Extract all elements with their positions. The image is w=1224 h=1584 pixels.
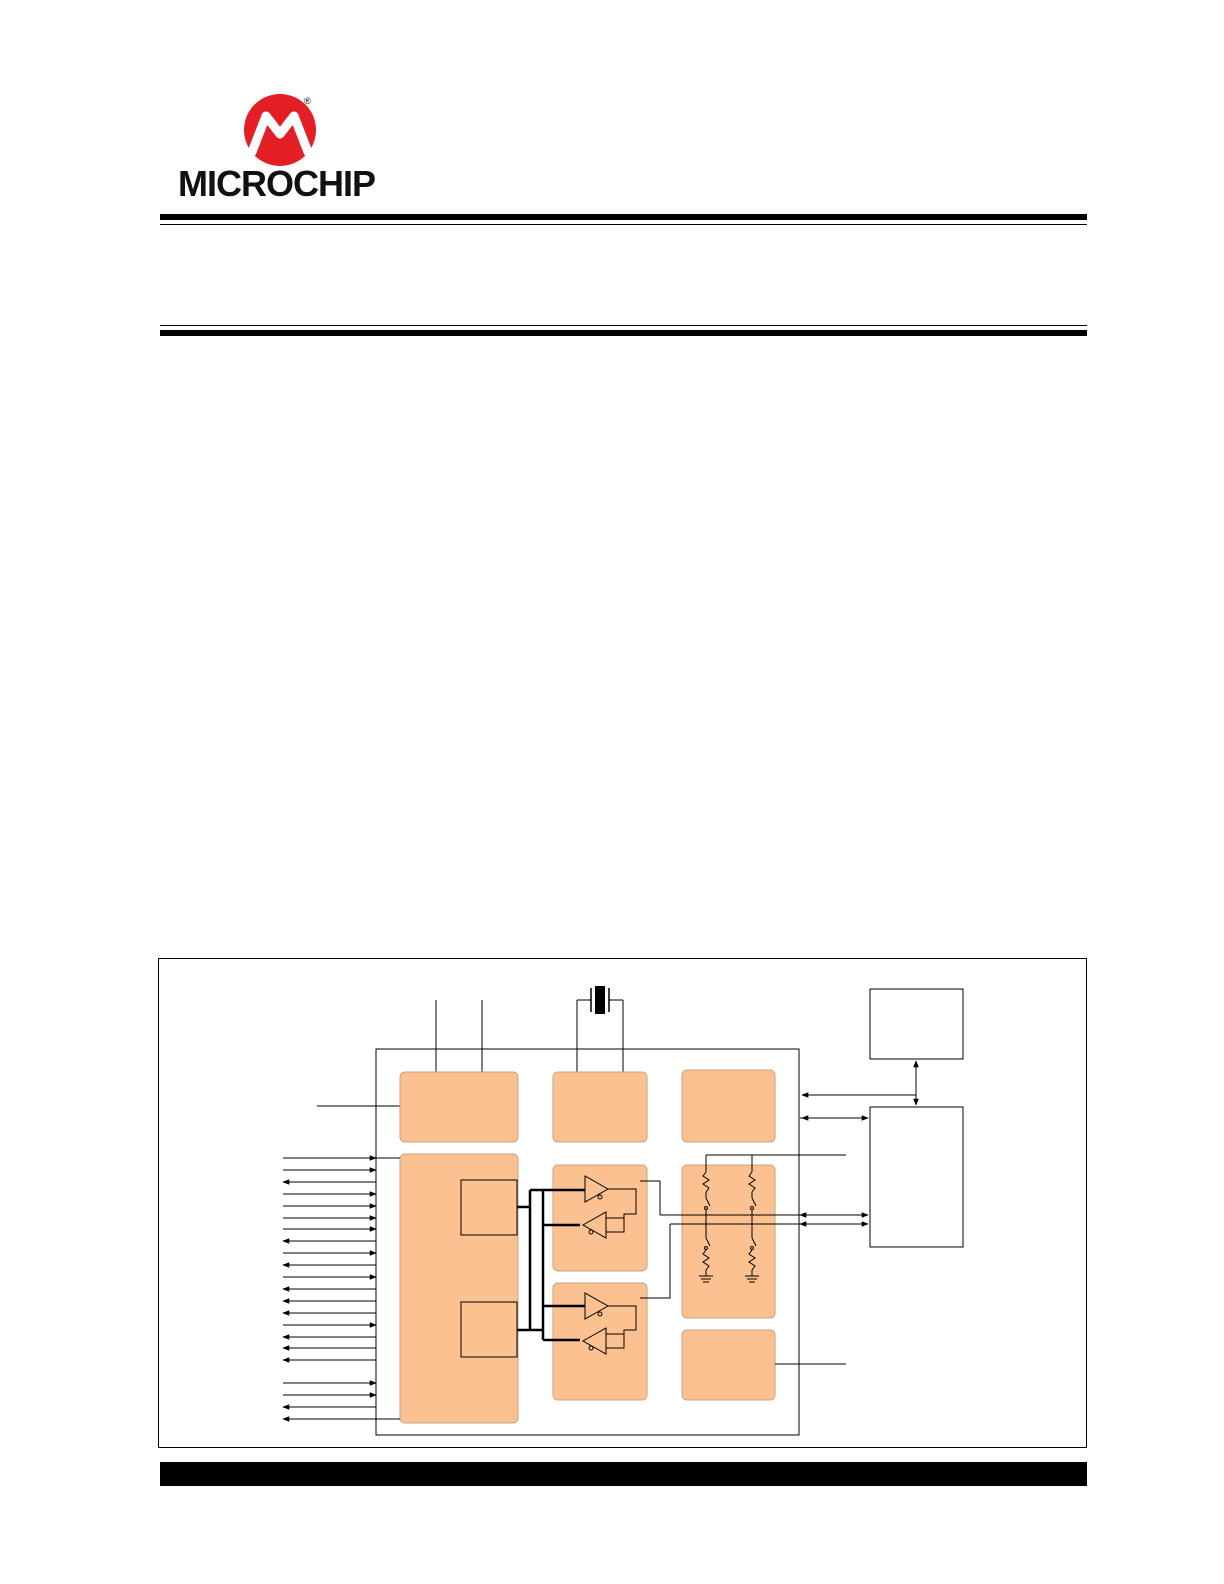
- block-top-left: [399, 1071, 519, 1143]
- block-io-large: [399, 1153, 519, 1424]
- microchip-logo-icon: ®: [244, 94, 316, 166]
- left-io-arrows: [282, 1155, 377, 1422]
- external-block-main: [869, 1106, 964, 1248]
- title-rule-thin: [160, 325, 1087, 326]
- block-top-right: [681, 1069, 776, 1143]
- title-rule-thick: [160, 330, 1087, 336]
- edge-stubs: [376, 1157, 400, 1420]
- header-rule-thick: [160, 214, 1087, 220]
- data-lines-right: [660, 1212, 869, 1227]
- external-block-top: [869, 988, 964, 1060]
- chip-outline: [375, 1048, 800, 1436]
- registered-mark: ®: [304, 96, 311, 106]
- block-oscillator: [552, 1071, 648, 1143]
- block-diagram-frame: [158, 958, 1087, 1448]
- block-switch-array: [681, 1164, 776, 1319]
- bus-lines: [517, 1188, 585, 1342]
- block-buffer-1: [552, 1164, 648, 1272]
- buffer-wiring: [606, 1180, 671, 1349]
- header-rule-thin: [160, 224, 1087, 225]
- block-buffer-2: [552, 1282, 648, 1401]
- buffer-triangles: [581, 1175, 610, 1355]
- crystal-oscillator-symbol: [576, 986, 624, 1072]
- switch-resistor-array: [699, 1154, 846, 1283]
- footer-bar: [160, 1462, 1087, 1486]
- microchip-logo: ® MICROCHIP: [170, 94, 390, 206]
- block-bottom-right: [681, 1329, 776, 1401]
- logo-wordmark: MICROCHIP: [178, 163, 376, 204]
